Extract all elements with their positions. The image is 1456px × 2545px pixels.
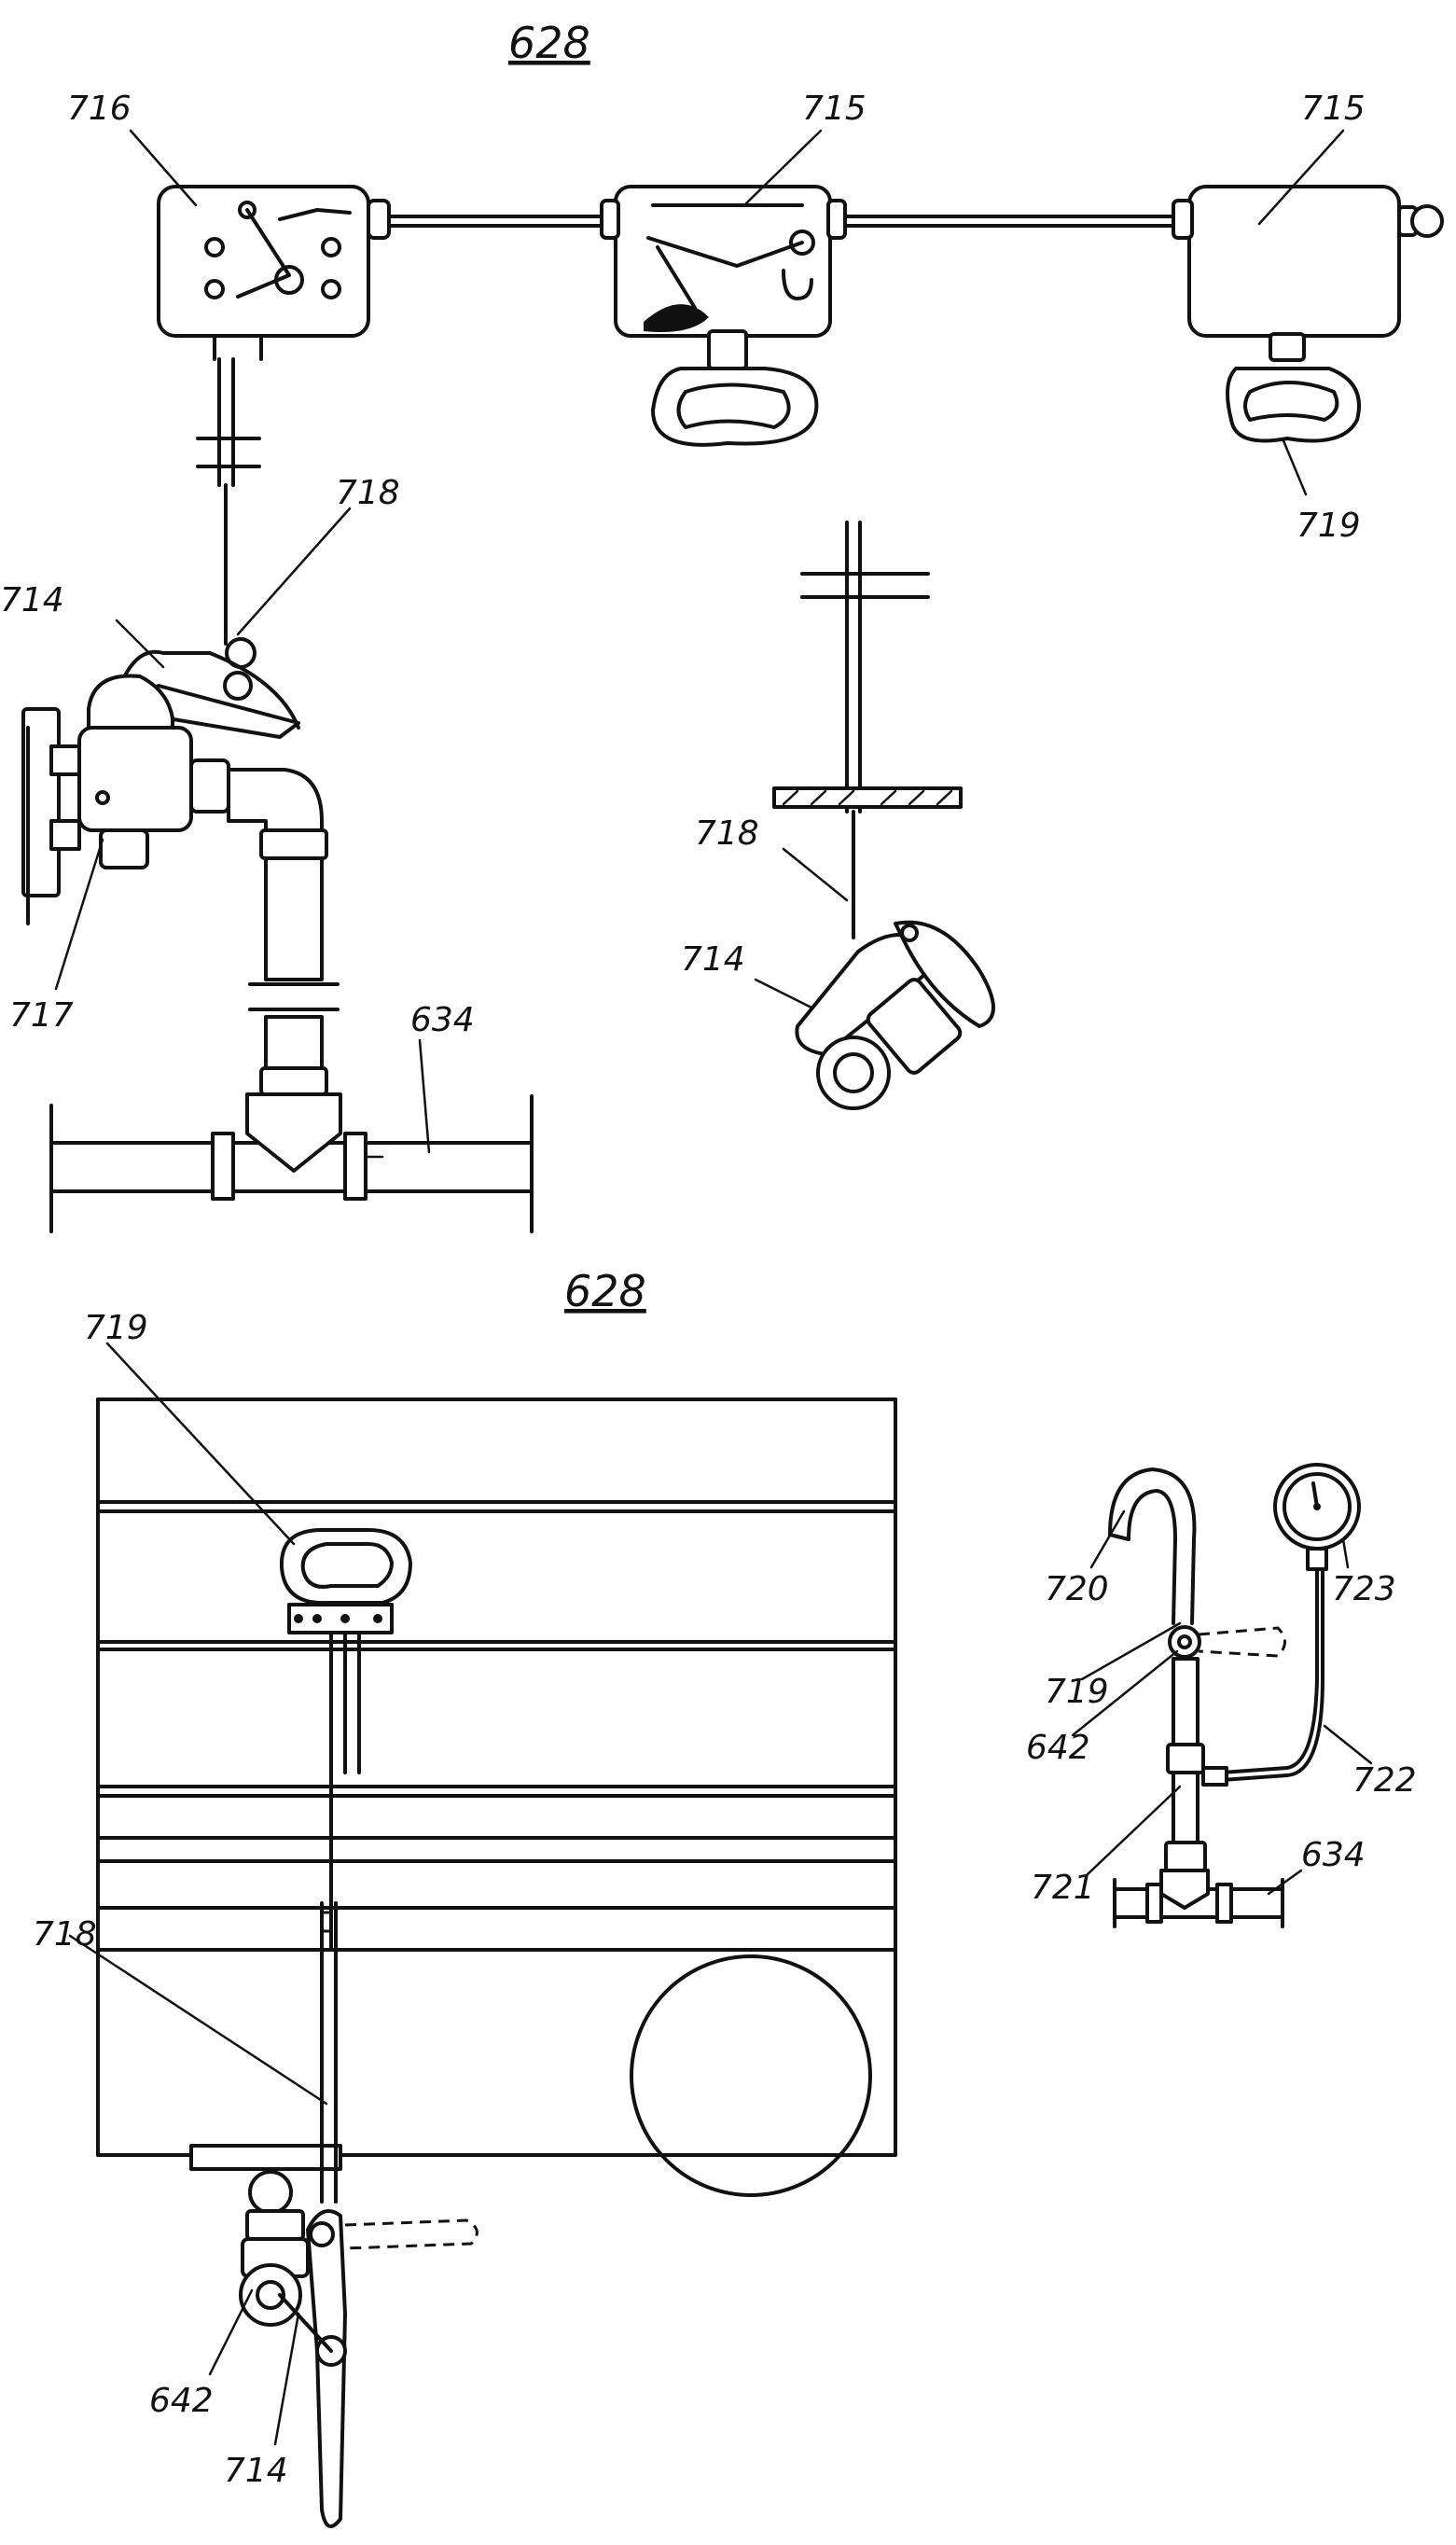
leader-lines-bottom xyxy=(68,1342,328,2446)
label-722: 722 xyxy=(1352,1761,1417,1800)
label-719-top: 719 xyxy=(1297,507,1361,545)
label-715-middle: 715 xyxy=(802,90,867,128)
label-719-bottom: 719 xyxy=(84,1309,148,1347)
label-714-top: 714 xyxy=(0,581,64,619)
pull-rod-718-top xyxy=(196,357,261,701)
control-box-715-right xyxy=(1172,185,1444,443)
label-714-bottom: 714 xyxy=(224,2452,288,2490)
supply-pipe-vertical xyxy=(227,768,340,1096)
brake-pipe-634-right xyxy=(1113,1869,1284,1928)
brake-pipe-634-top xyxy=(49,1092,534,1233)
handle-719-bottom xyxy=(279,1528,412,1952)
leader-lines-top xyxy=(54,129,1345,1154)
car-body-side xyxy=(96,1398,897,2197)
valve-642-bottom xyxy=(239,2170,310,2327)
label-721: 721 xyxy=(1031,1869,1095,1907)
label-720: 720 xyxy=(1045,1570,1109,1608)
label-642-right: 642 xyxy=(1026,1729,1090,1767)
label-718-top: 718 xyxy=(336,474,400,512)
pull-rod-718-bottom xyxy=(320,1901,338,2204)
label-714-detail: 714 xyxy=(681,940,745,979)
pressure-gauge-723 xyxy=(1273,1463,1361,1571)
valve-642-right xyxy=(1164,1625,1286,1872)
control-box-716 xyxy=(157,185,391,361)
leader-lines-right xyxy=(1071,1509,1373,1896)
label-718-detail: 718 xyxy=(695,814,759,853)
connecting-rod xyxy=(367,215,1186,228)
label-642-bottom: 642 xyxy=(149,2382,214,2420)
label-716: 716 xyxy=(67,90,132,128)
release-valve-717 xyxy=(21,649,300,925)
label-717: 717 xyxy=(9,996,74,1035)
bottom-figure-number: 628 xyxy=(564,1266,646,1316)
label-718-bottom: 718 xyxy=(33,1915,97,1954)
label-723: 723 xyxy=(1332,1570,1396,1608)
control-box-715-middle xyxy=(600,185,847,447)
lever-714-bottom xyxy=(278,2209,478,2528)
lever-714-detail xyxy=(795,920,995,1110)
top-figure-number: 628 xyxy=(508,18,590,68)
gauge-tube-722 xyxy=(1201,1567,1324,1787)
label-715-right: 715 xyxy=(1301,90,1366,128)
label-634-top: 634 xyxy=(410,1001,475,1039)
hose-720 xyxy=(1108,1467,1197,1625)
label-634-right: 634 xyxy=(1301,1836,1366,1874)
pull-rod-718-detail xyxy=(772,521,963,939)
label-719-right: 719 xyxy=(1045,1673,1109,1711)
